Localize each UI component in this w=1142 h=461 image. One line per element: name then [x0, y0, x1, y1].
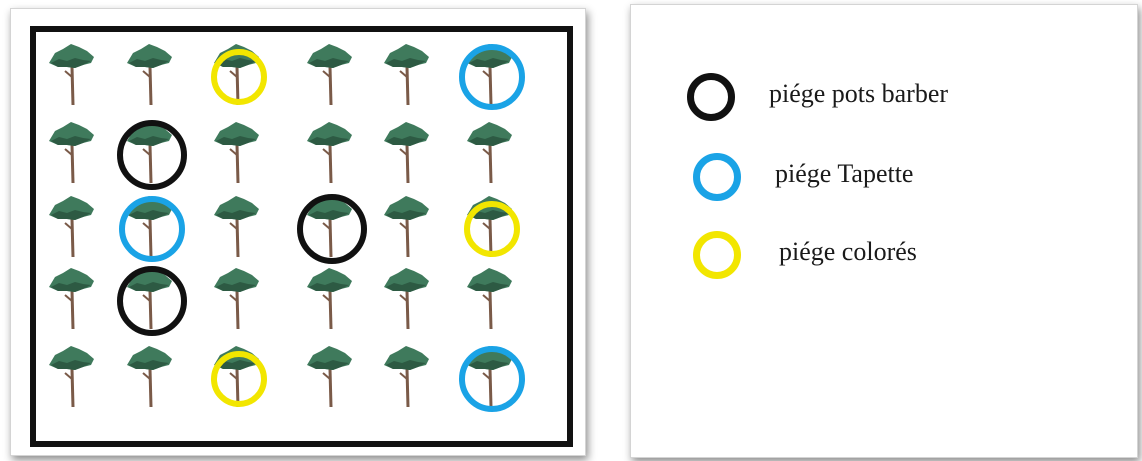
- tree-icon: [45, 265, 97, 331]
- barber-trap-symbol: [687, 73, 735, 121]
- tree-icon: [380, 119, 432, 185]
- tree-icon: [45, 343, 97, 409]
- tree-icon: [45, 193, 97, 259]
- tree-icon: [123, 343, 175, 409]
- tree-icon: [380, 343, 432, 409]
- tree-icon: [303, 343, 355, 409]
- tapette-trap-marker: [459, 44, 525, 110]
- colored-trap-marker: [211, 49, 267, 105]
- tree-icon: [303, 119, 355, 185]
- tapette-trap-marker: [119, 196, 185, 262]
- tree-icon: [463, 119, 515, 185]
- tree-icon: [210, 265, 262, 331]
- colored-trap-marker: [211, 351, 267, 407]
- tree-icon: [45, 41, 97, 107]
- tapette-trap-symbol: [693, 153, 741, 201]
- barber-trap-marker: [117, 266, 187, 336]
- tapette-trap-marker: [459, 346, 525, 412]
- barber-trap-marker: [297, 194, 367, 264]
- colored-trap-marker: [464, 201, 520, 257]
- legend-label-colored: piége colorés: [779, 237, 917, 267]
- tree-icon: [210, 119, 262, 185]
- tree-icon: [210, 193, 262, 259]
- tree-icon: [380, 193, 432, 259]
- tree-icon: [123, 41, 175, 107]
- legend-label-barber: piége pots barber: [769, 79, 948, 109]
- tree-icon: [303, 265, 355, 331]
- tree-icon: [380, 41, 432, 107]
- legend-label-tapette: piége Tapette: [775, 159, 913, 189]
- colored-trap-symbol: [693, 231, 741, 279]
- trap-layout-map: [10, 8, 586, 456]
- tree-icon: [380, 265, 432, 331]
- tree-icon: [303, 41, 355, 107]
- tree-icon: [463, 265, 515, 331]
- tree-icon: [45, 119, 97, 185]
- barber-trap-marker: [117, 120, 187, 190]
- legend-panel: piége pots barber piége Tapette piége co…: [630, 4, 1138, 458]
